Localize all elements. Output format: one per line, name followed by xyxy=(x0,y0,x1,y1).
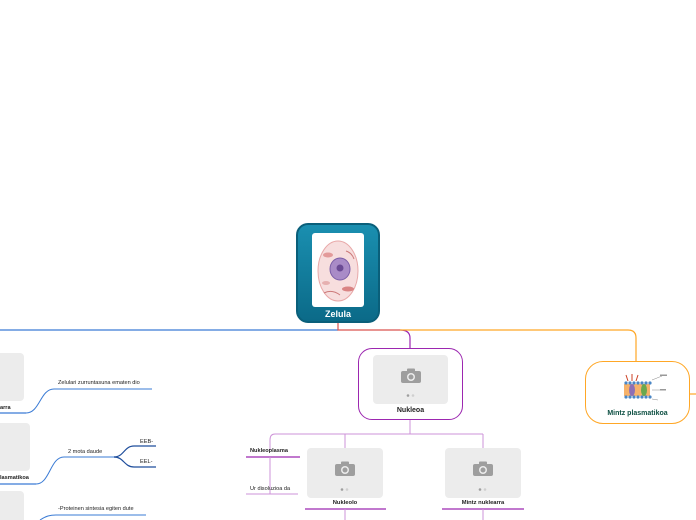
node-ur-disoluzioa[interactable]: Ur disoluzioa da xyxy=(250,486,290,492)
left-node2-child-eeb[interactable]: EEB- xyxy=(140,439,153,445)
cell-illustration-icon xyxy=(312,233,364,307)
node-nukleolo-label: Nukleolo xyxy=(307,500,383,506)
membrane-illustration-icon xyxy=(618,370,668,404)
left-node3-note[interactable]: -Proteinen sintesia egiten dute xyxy=(58,506,134,512)
node-mintz-nuklearra-label: Mintz nuklearra xyxy=(445,500,521,506)
image-placeholder xyxy=(445,448,521,498)
left-node2-note[interactable]: 2 mota daude xyxy=(68,449,102,455)
node-nukleoa[interactable]: Nukleoa xyxy=(358,348,463,420)
image-placeholder xyxy=(373,355,448,404)
left-node3-image xyxy=(0,491,24,520)
camera-icon xyxy=(400,368,422,384)
dots-icon xyxy=(340,488,350,491)
left-node1-note[interactable]: Zelulari zurruntasuna ematen dio xyxy=(58,380,140,386)
camera-icon xyxy=(334,461,356,477)
left-node2-label[interactable]: lasmatikoa xyxy=(0,475,29,481)
camera-icon xyxy=(472,461,494,477)
dots-icon xyxy=(406,394,416,397)
node-nukleoplasma[interactable]: Nukleoplasma xyxy=(250,448,288,454)
dots-icon xyxy=(478,488,488,491)
left-node2-image xyxy=(0,423,30,471)
node-mintz-nuklearra[interactable]: Mintz nuklearra xyxy=(445,448,521,508)
left-node2-child-eel[interactable]: EEL- xyxy=(140,459,152,465)
root-node-zelula[interactable]: Zelula xyxy=(296,223,380,323)
left-node1-label[interactable]: arra xyxy=(0,405,11,411)
node-mintz-plasmatikoa[interactable]: Mintz plasmatikoa xyxy=(585,361,690,424)
node-nukleoa-label: Nukleoa xyxy=(359,407,462,414)
node-mintz-plasmatikoa-label: Mintz plasmatikoa xyxy=(586,410,689,417)
root-label: Zelula xyxy=(298,309,378,319)
image-placeholder xyxy=(307,448,383,498)
node-nukleolo[interactable]: Nukleolo xyxy=(307,448,383,508)
left-node1-image xyxy=(0,353,24,401)
